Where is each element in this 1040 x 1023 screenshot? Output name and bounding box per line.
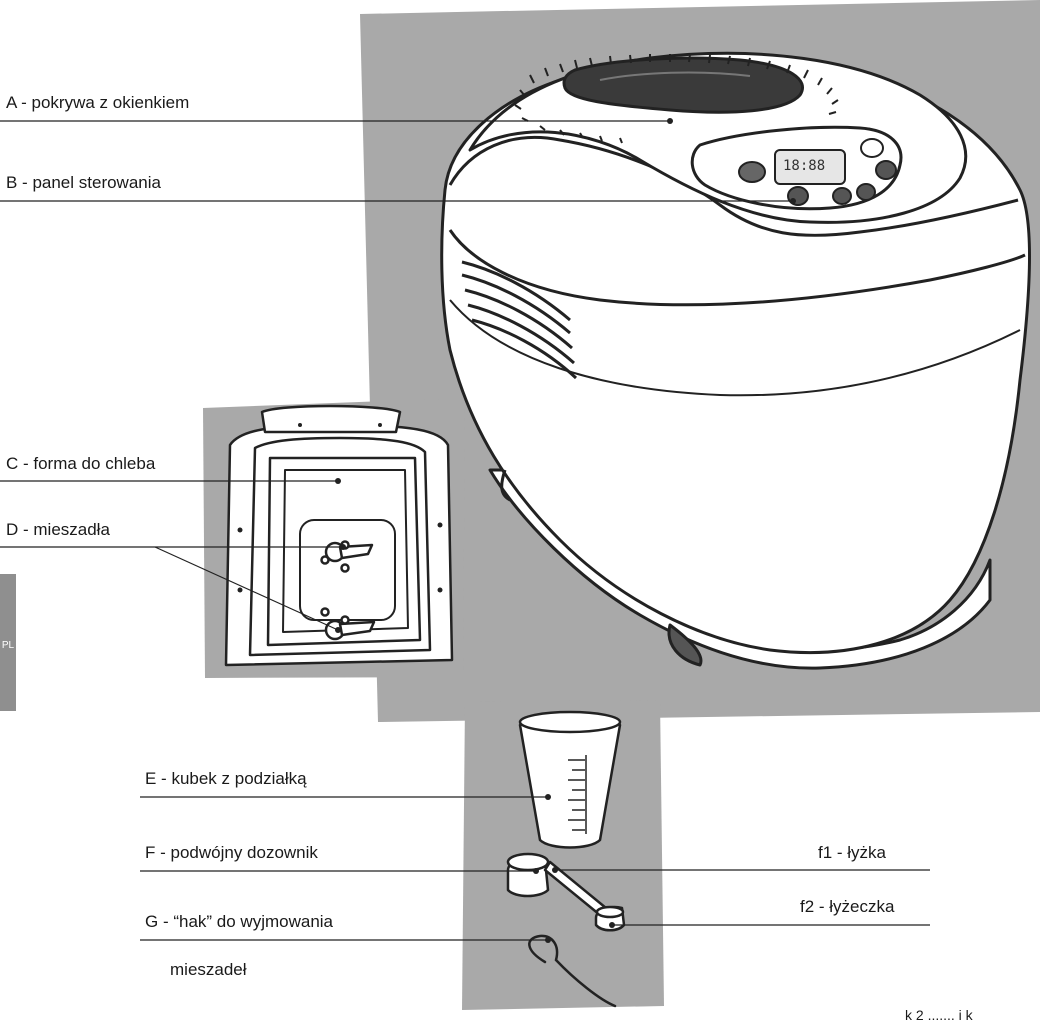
label-f2-teaspoon: f2 - łyżeczka bbox=[800, 897, 895, 916]
side-language-tab bbox=[0, 574, 16, 711]
paddle-hook-icon bbox=[528, 934, 617, 1008]
bread-pan-icon bbox=[224, 404, 454, 667]
measuring-cup-icon bbox=[518, 710, 622, 849]
start-button-icon bbox=[860, 138, 884, 158]
label-f1-spoon: f1 - łyżka bbox=[818, 843, 887, 862]
svg-text:PL: PL bbox=[2, 640, 15, 651]
bread-maker-icon bbox=[440, 51, 1031, 670]
label-d-kneading-paddles: D - mieszadła bbox=[6, 520, 110, 539]
label-c-bread-pan: C - forma do chleba bbox=[6, 454, 156, 473]
leader-lines bbox=[0, 120, 930, 941]
label-a-lid-with-window: A - pokrywa z okienkiem bbox=[6, 93, 190, 112]
crust-button-icon bbox=[875, 160, 897, 180]
label-g-hook-line2: mieszadeł bbox=[170, 960, 247, 979]
footer-page-fragment: k 2 ....... i k bbox=[905, 1007, 973, 1023]
menu-button-icon bbox=[738, 161, 766, 183]
lcd-display bbox=[774, 149, 846, 185]
label-b-control-panel: B - panel sterowania bbox=[6, 173, 161, 192]
lcd-digits: 18:88 bbox=[783, 158, 826, 174]
minus-button-icon bbox=[832, 187, 852, 205]
label-g-hook-line1: G - “hak” do wyjmowania bbox=[145, 912, 334, 931]
accessories-gray-panel bbox=[462, 700, 664, 1010]
label-e-measuring-cup: E - kubek z podziałką bbox=[145, 769, 307, 788]
plus-button-icon bbox=[856, 183, 876, 201]
double-measuring-spoon-icon bbox=[506, 852, 626, 932]
label-f-double-dispenser: F - podwójny dozownik bbox=[145, 843, 318, 862]
